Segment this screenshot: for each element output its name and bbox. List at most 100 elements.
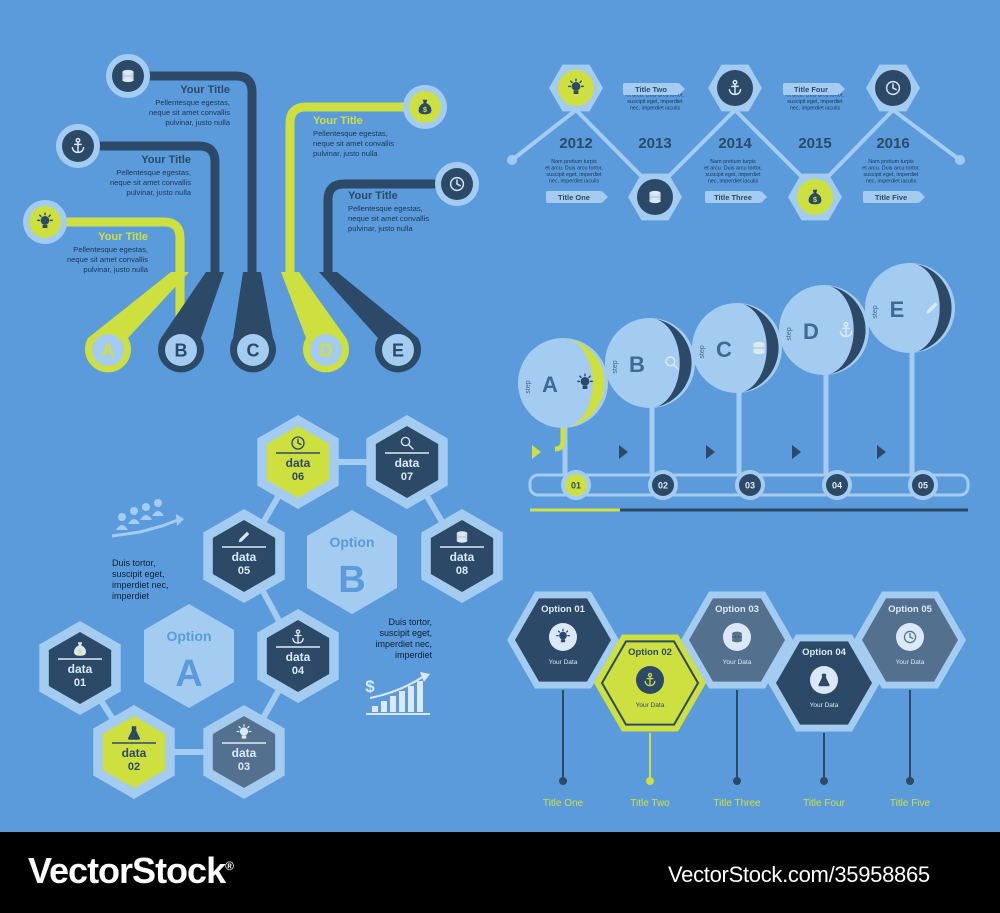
branch-title: Your Title (180, 84, 230, 96)
step-word: step (525, 380, 532, 393)
step-letter: D (803, 319, 819, 344)
timeline-body: suscipit eget, imperdiet (787, 99, 843, 105)
year-label: 2013 (638, 135, 671, 152)
title-tag-arrow (679, 83, 685, 95)
option-label: Option 01 (541, 604, 586, 615)
letter-circle (165, 334, 197, 366)
step-number: 03 (745, 481, 755, 491)
option-hex-b (307, 510, 397, 614)
data-word: data (450, 550, 475, 564)
branch-body: Pellentesque egestas, (116, 168, 191, 177)
magnifier-icon (400, 436, 414, 450)
step-moon-crescent (743, 304, 779, 392)
anchor-icon (644, 672, 656, 687)
data-hex (212, 716, 276, 788)
step-arrow (532, 445, 541, 459)
data-number: 01 (74, 677, 86, 689)
anchor-icon (839, 321, 853, 338)
data-hex (266, 620, 330, 692)
branch-body: Pellentesque egestas, (348, 204, 423, 213)
step-num-disc (565, 474, 587, 496)
step-arrow (706, 445, 715, 459)
money-bag-icon: $ (418, 99, 432, 115)
step-letter: E (890, 297, 905, 322)
title-tag (705, 191, 761, 203)
option-title: Title One (543, 798, 584, 809)
footer-bar: VectorStock® VectorStock.com/35958865 (0, 832, 1000, 913)
database-icon (753, 341, 765, 355)
letter-c: C (247, 341, 260, 361)
title-tag-arrow (919, 191, 925, 203)
option-title: Title Three (713, 798, 761, 809)
branch-title: Your Title (141, 154, 191, 166)
step-moon (692, 303, 782, 393)
note-text: suscipit eget, (112, 569, 165, 579)
timeline-body: suscipit eget, imperdiet (627, 99, 683, 105)
letter-circle (237, 334, 269, 366)
step-arrow (792, 445, 801, 459)
title-tag (863, 191, 919, 203)
timeline-body: suscipit eget, imperdiet (863, 172, 919, 178)
branch-body: Pellentesque egestas, (313, 129, 388, 138)
option-label: Option 03 (715, 604, 759, 615)
branch-body: Pellentesque egestas, (155, 98, 230, 107)
step-moon-crescent (830, 286, 866, 374)
option-sub: Your Data (810, 702, 839, 709)
option-stem-dot (906, 777, 914, 785)
branch-body: neque sit amet convallis (149, 108, 230, 117)
timeline-body: et arcu. Duis arcu tortor, (626, 93, 684, 99)
lightbulb-icon (577, 373, 593, 389)
branch-title: Your Title (313, 115, 363, 127)
magnifier-icon (665, 356, 680, 371)
branch-line (45, 217, 185, 360)
branch-title: Your Title (348, 190, 398, 202)
timeline-body: nec, imperdiet iaculis (549, 179, 600, 185)
letter-a: A (102, 341, 115, 361)
timeline-end-dot (955, 155, 965, 165)
option-stem-dot (559, 777, 567, 785)
dollar-glyph: $ (813, 195, 817, 204)
option-letter: A (175, 653, 202, 695)
step-number: 01 (571, 481, 581, 491)
year-label: 2014 (718, 135, 752, 152)
database-icon (649, 190, 661, 204)
timeline-body: Nam pretium turpis (868, 159, 914, 165)
step-moon (605, 318, 695, 408)
data-hex (430, 520, 494, 592)
lightbulb-icon (37, 212, 53, 228)
year-label: 2015 (798, 135, 831, 152)
data-word: data (122, 746, 147, 760)
database-icon (122, 69, 134, 83)
data-number: 03 (238, 761, 250, 773)
data-word: data (286, 456, 311, 470)
clock-icon (903, 630, 917, 644)
timeline-body: et arcu. Duis arcu tortor, (862, 166, 920, 172)
option-sub: Your Data (896, 659, 925, 666)
timeline-body: suscipit eget, imperdiet (705, 172, 761, 178)
title-tag (783, 83, 839, 95)
step-num-disc (739, 474, 761, 496)
step-moon (865, 263, 955, 353)
dollar-glyph: $ (78, 649, 82, 656)
title-tag (546, 191, 602, 203)
branch-line (285, 102, 425, 275)
branch-body: neque sit amet convallis (313, 139, 394, 148)
data-word: data (286, 650, 311, 664)
step-letter: C (716, 337, 732, 362)
branch-line (323, 179, 457, 275)
step-letter: A (542, 372, 558, 397)
branch-body: pulvinar, justo nulla (165, 118, 230, 127)
option-title: Title Four (803, 798, 846, 809)
timeline-body: nec, imperdiet iaculis (866, 179, 917, 185)
title-tag-arrow (839, 83, 845, 95)
letter-circle (310, 334, 342, 366)
title-tag-arrow (761, 191, 767, 203)
lightbulb-icon (236, 724, 252, 739)
step-word: step (612, 360, 619, 373)
note-text: Duis tortor, (388, 617, 432, 627)
option-word: Option (329, 534, 374, 550)
note-text: suscipit eget, (379, 628, 432, 638)
